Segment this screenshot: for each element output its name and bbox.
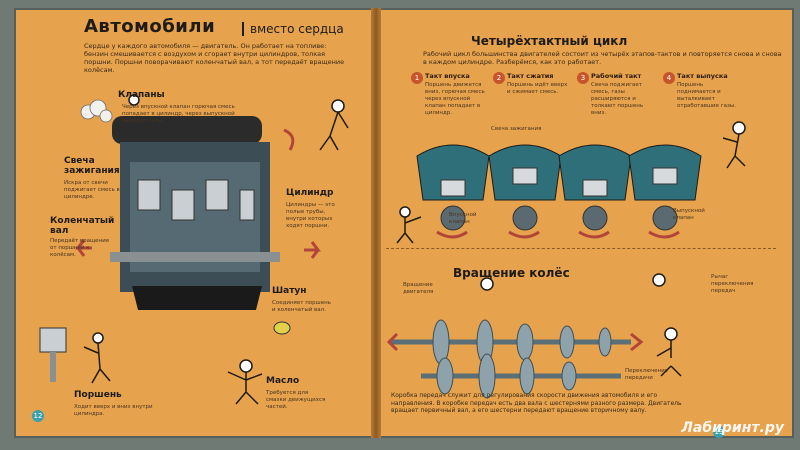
cycle-intro: Рабочий цикл большинства двигателей сост… <box>423 50 782 66</box>
page-number-right: 13 <box>713 426 725 438</box>
step-1-title: Такт впуска <box>425 72 470 80</box>
right-page: Четырёхтактный цикл Рабочий цикл большин… <box>381 8 794 438</box>
label-piston: Поршень <box>74 390 122 400</box>
page-subtitle: вместо сердца <box>242 22 344 36</box>
step-2-text: Поршень идёт вверх и сжимает смесь. <box>507 82 568 95</box>
label-conrod: Шатун <box>272 286 307 296</box>
gear-label-shift: Переключение передачи <box>625 368 669 381</box>
section-divider <box>386 248 776 249</box>
caption-crankshaft: Передаёт вращение от поршней к колёсам. <box>50 238 110 258</box>
step-2-title: Такт сжатия <box>507 72 554 80</box>
label-valves: Клапаны <box>118 90 165 100</box>
step-3-number: 3 <box>577 72 589 84</box>
gear-label-from-engine: Вращение двигателя <box>403 282 434 295</box>
page-title: Автомобили <box>84 16 216 37</box>
caption-piston: Ходит вверх и вниз внутри цилиндра. <box>74 404 153 417</box>
label-crankshaft: Коленчатый вал <box>50 216 115 236</box>
book-gutter <box>371 8 381 438</box>
engine-illustration <box>39 94 349 405</box>
step-3-text: Свеча поджигает смесь, газы расширяются … <box>591 82 644 116</box>
step-4-number: 4 <box>663 72 675 84</box>
cycle-illustration <box>386 121 746 399</box>
left-page: Автомобили вместо сердца Сердце у каждог… <box>14 8 371 438</box>
spark-plug-label: Свеча зажигания <box>491 126 542 132</box>
label-cylinder: Цилиндр <box>286 188 334 198</box>
label-spark-plug: Свеча зажигания <box>64 156 120 176</box>
caption-conrod: Соединяет поршень и коленчатый вал. <box>272 300 331 313</box>
caption-valves: Через впускной клапан горючая смесь попа… <box>122 104 235 124</box>
step-4-text: Поршень поднимается и выталкивает отрабо… <box>677 82 737 109</box>
step-4-title: Такт выпуска <box>677 72 728 80</box>
step-1-number: 1 <box>411 72 423 84</box>
label-oil: Масло <box>266 376 300 386</box>
wheels-text: Коробка передач служит для регулирования… <box>391 392 682 414</box>
wheels-title: Вращение колёс <box>453 266 570 280</box>
cylinder-3 <box>558 144 632 201</box>
step-3-title: Рабочий такт <box>591 72 642 80</box>
step-1-text: Поршень движется вниз, горючая смесь чер… <box>425 82 485 116</box>
page-number-left: 12 <box>32 410 44 422</box>
caption-oil: Требуется для смазки движущихся частей. <box>266 390 326 410</box>
cylinder-1 <box>416 144 490 201</box>
step-2-number: 2 <box>493 72 505 84</box>
intro-text: Сердце у каждого автомобиля — двигатель.… <box>84 42 345 74</box>
caption-cylinder: Цилиндры — это полые трубы, внутри котор… <box>286 202 335 229</box>
exhaust-valve-label: Выпускной клапан <box>673 208 705 221</box>
watermark: Лабиринт.ру <box>681 420 784 436</box>
gear-label-lever: Рычаг переключения передач <box>711 274 754 294</box>
intake-valve-label: Впускной клапан <box>449 212 477 225</box>
caption-spark-plug: Искра от свечи поджигает смесь в цилиндр… <box>64 180 120 200</box>
cycle-title: Четырёхтактный цикл <box>471 34 628 48</box>
